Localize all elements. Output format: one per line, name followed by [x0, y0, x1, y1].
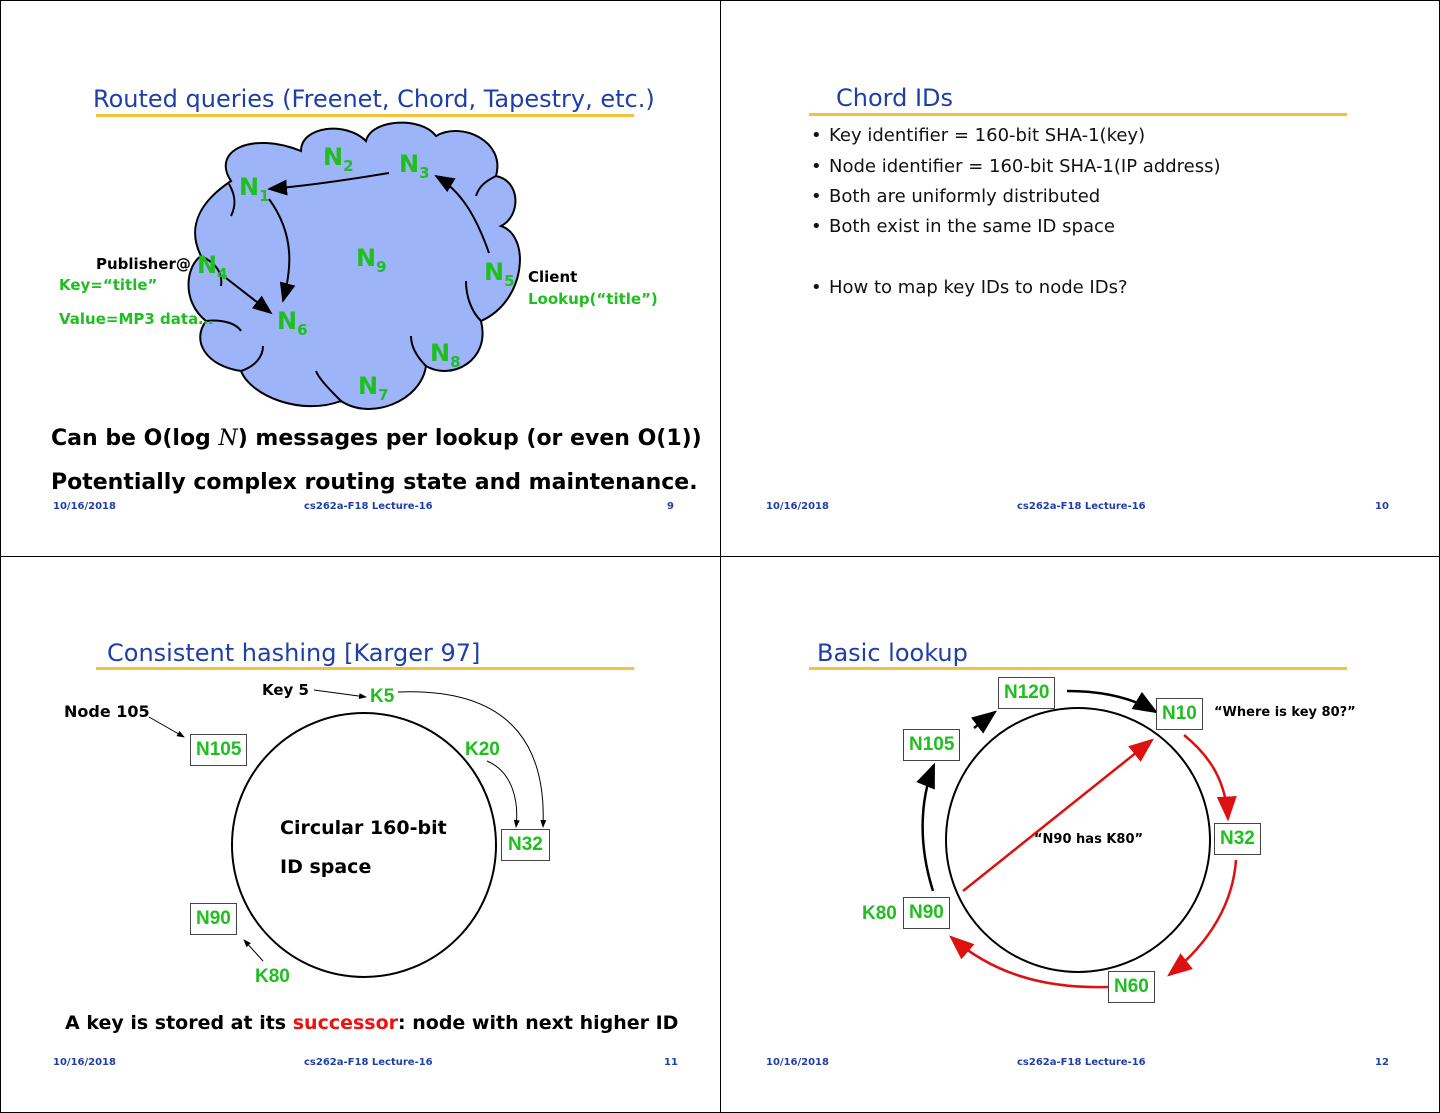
- ring-caption-line1: Circular 160-bit: [280, 817, 447, 839]
- key-5-label: Key 5: [262, 681, 309, 699]
- node-n7: N7: [358, 372, 389, 404]
- client-label: Client: [528, 268, 578, 286]
- slide-number: 11: [664, 1057, 678, 1068]
- route-arrow: [268, 198, 296, 303]
- successor-caption: A key is stored at its successor: node w…: [65, 1012, 679, 1034]
- cloud-diagram: [187, 121, 521, 410]
- footer-date: 10/16/2018: [53, 1057, 116, 1068]
- key-k80: K80: [862, 903, 897, 924]
- node-n120: N120: [998, 677, 1056, 709]
- title-underline: [809, 113, 1347, 116]
- slide-basic-lookup: Basic lookup N120 N10 “Where is key 80?”…: [720, 556, 1440, 1113]
- maintenance-line: Potentially complex routing state and ma…: [51, 470, 698, 495]
- node-n3: N3: [399, 150, 430, 182]
- network-cloud: [187, 121, 521, 410]
- slide-consistent-hashing: Consistent hashing [Karger 97] Node 105 …: [0, 556, 721, 1113]
- title-underline: [809, 667, 1347, 670]
- node-n90: N90: [903, 897, 950, 929]
- key-k5: K5: [370, 686, 395, 707]
- node-n32: N32: [1214, 823, 1261, 855]
- title-underline: [96, 667, 634, 670]
- lookup-ring-diagram: [916, 689, 1238, 989]
- slide-routed-queries: Routed queries (Freenet, Chord, Tapestry…: [0, 0, 721, 557]
- slide-title: Chord IDs: [836, 84, 954, 112]
- footer-course: cs262a-F18 Lecture-16: [304, 501, 433, 512]
- footer-date: 10/16/2018: [766, 501, 829, 512]
- bullet-item: •Both exist in the same ID space: [811, 216, 1115, 237]
- value-label: Value=MP3 data…: [59, 310, 214, 328]
- node-n105: N105: [903, 729, 961, 761]
- node-n9: N9: [356, 244, 387, 276]
- bullet-item: •Key identifier = 160-bit SHA-1(key): [811, 125, 1146, 146]
- slide-number: 12: [1375, 1057, 1389, 1068]
- slide-title: Basic lookup: [817, 639, 968, 667]
- route-arrow: [267, 172, 390, 196]
- node-n10: N10: [1156, 698, 1203, 730]
- complexity-line: Can be O(log N) messages per lookup (or …: [51, 426, 702, 451]
- id-ring: [945, 707, 1211, 973]
- publisher-label: Publisher@: [96, 255, 191, 273]
- node-n105: N105: [190, 734, 248, 766]
- slide-title: Consistent hashing [Karger 97]: [107, 639, 481, 667]
- lookup-label: Lookup(“title”): [528, 290, 658, 308]
- footer-course: cs262a-F18 Lecture-16: [1017, 501, 1146, 512]
- footer-date: 10/16/2018: [766, 1057, 829, 1068]
- bullet-item: •Both are uniformly distributed: [811, 186, 1101, 207]
- footer-date: 10/16/2018: [53, 501, 116, 512]
- footer-course: cs262a-F18 Lecture-16: [304, 1057, 433, 1068]
- key-label: Key=“title”: [59, 276, 158, 294]
- route-arrow: [225, 277, 273, 315]
- node-n1: N1: [239, 173, 270, 205]
- n90-has-k80-label: “N90 has K80”: [1034, 832, 1144, 847]
- node-n8: N8: [430, 339, 461, 371]
- bullet-item: •Node identifier = 160-bit SHA-1(IP addr…: [811, 156, 1221, 177]
- node-n60: N60: [1108, 971, 1155, 1003]
- node-n32: N32: [501, 829, 550, 861]
- hash-ring-diagram: [148, 689, 547, 978]
- footer-course: cs262a-F18 Lecture-16: [1017, 1057, 1146, 1068]
- slide-title: Routed queries (Freenet, Chord, Tapestry…: [93, 85, 655, 113]
- slide-chord-ids: Chord IDs •Key identifier = 160-bit SHA-…: [720, 0, 1440, 557]
- node-n2: N2: [323, 143, 354, 175]
- node-n6: N6: [277, 307, 308, 339]
- title-underline: [96, 114, 634, 117]
- key-k20: K20: [465, 739, 500, 760]
- node-n4: N4: [197, 251, 228, 283]
- id-ring: [231, 712, 497, 978]
- node-105-label: Node 105: [64, 702, 150, 721]
- node-n90: N90: [190, 903, 237, 935]
- key-k80: K80: [255, 966, 290, 987]
- ring-caption-line2: ID space: [280, 856, 372, 878]
- slide-number: 9: [667, 501, 674, 512]
- bullet-item: •How to map key IDs to node IDs?: [811, 277, 1128, 298]
- slide-number: 10: [1375, 501, 1389, 512]
- node-n5: N5: [484, 258, 515, 290]
- route-arrow: [434, 174, 490, 254]
- where-is-key-label: “Where is key 80?”: [1214, 705, 1356, 720]
